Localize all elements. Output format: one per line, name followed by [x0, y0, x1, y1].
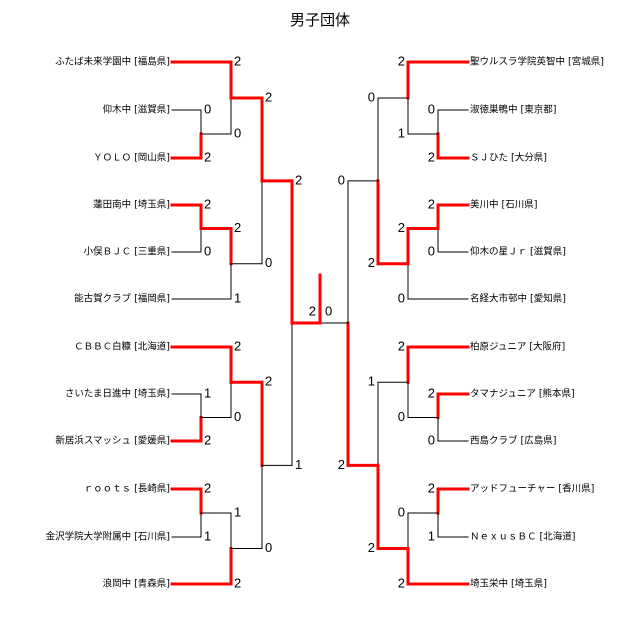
final-score: 2 [309, 303, 316, 318]
match-score: 2 [428, 385, 435, 400]
match-score: 2 [234, 338, 241, 353]
team-name: ｒｏｏｔｓ [長崎県] [84, 483, 170, 495]
match-score: 0 [428, 101, 435, 116]
match-score: 0 [398, 290, 405, 305]
team-name: 聖ウルスラ学院英智中 [宮城県] [470, 56, 604, 68]
team-name: 埼玉栄中 [埼玉県] [470, 578, 547, 590]
match-score: 1 [368, 374, 375, 389]
match-score: 0 [204, 101, 211, 116]
match-score: 1 [398, 125, 405, 140]
match-score: 2 [234, 220, 241, 235]
match-score: 0 [265, 255, 272, 270]
match-score: 2 [204, 432, 211, 447]
team-name: 金沢学院大学附属中 [石川県] [46, 531, 170, 543]
team-name: 仰木の星Ｊｒ [滋賀県] [470, 246, 566, 258]
team-name: ＳＪひた [大分県] [470, 152, 547, 164]
team-name: 淑徳巣鴨中 [東京都] [470, 104, 556, 116]
match-score: 0 [398, 409, 405, 424]
match-score: 1 [234, 504, 241, 519]
page-title: 男子団体 [289, 11, 350, 29]
match-score: 0 [428, 432, 435, 447]
match-score: 2 [234, 575, 241, 590]
team-name: 仰木中 [滋賀県] [103, 104, 170, 116]
match-score: 2 [398, 53, 405, 68]
match-score: 1 [295, 457, 302, 472]
team-name: 能古賀クラブ [福岡県] [74, 293, 170, 305]
match-score: 0 [398, 504, 405, 519]
team-name: 浪岡中 [青森県] [103, 578, 170, 590]
match-score: 1 [204, 528, 211, 543]
match-score: 2 [428, 196, 435, 211]
match-score: 0 [368, 89, 375, 104]
match-score: 2 [204, 196, 211, 211]
match-score: 0 [234, 409, 241, 424]
team-name: ＣＢＢＣ白糠 [北海道] [74, 341, 170, 353]
team-name: 小俣ＢＪＣ [三重県] [84, 246, 170, 258]
team-name: タマナジュニア [熊本県] [470, 388, 575, 400]
team-name: ふたば未来学園中 [福島県] [55, 56, 170, 68]
team-name: 美川中 [石川県] [470, 199, 537, 211]
match-score: 2 [204, 480, 211, 495]
team-name: ＮｅｘｕｓＢＣ [北海道] [470, 531, 575, 543]
team-name: 西島クラブ [広島県] [470, 435, 556, 447]
match-score: 0 [234, 125, 241, 140]
team-name: ＹＯＬＯ [岡山県] [93, 153, 170, 164]
match-score: 1 [428, 528, 435, 543]
team-name: アッドフューチャー [香川県] [470, 484, 594, 495]
match-score: 2 [338, 457, 345, 472]
match-score: 0 [338, 172, 345, 187]
match-score: 0 [265, 540, 272, 555]
match-score: 2 [265, 374, 272, 389]
match-score: 2 [398, 575, 405, 590]
match-score: 2 [398, 338, 405, 353]
team-name: 柏原ジュニア [大阪府] [470, 341, 565, 353]
team-name: さいたま日進中 [埼玉県] [65, 388, 170, 400]
team-name: 新居浜スマッシュ [愛媛県] [55, 435, 170, 447]
final-score: 0 [325, 303, 332, 318]
team-name: 蓮田南中 [埼玉県] [93, 199, 170, 211]
match-score: 2 [428, 149, 435, 164]
match-score: 2 [295, 172, 302, 187]
match-score: 0 [428, 243, 435, 258]
match-score: 2 [204, 149, 211, 164]
team-name: 名経大市邨中 [愛知県] [470, 293, 566, 305]
match-score: 0 [204, 243, 211, 258]
match-score: 1 [204, 385, 211, 400]
match-score: 2 [368, 255, 375, 270]
match-score: 2 [428, 480, 435, 495]
match-score: 1 [234, 290, 241, 305]
match-score: 2 [368, 540, 375, 555]
match-score: 2 [398, 220, 405, 235]
match-score: 2 [265, 89, 272, 104]
match-score: 2 [234, 53, 241, 68]
